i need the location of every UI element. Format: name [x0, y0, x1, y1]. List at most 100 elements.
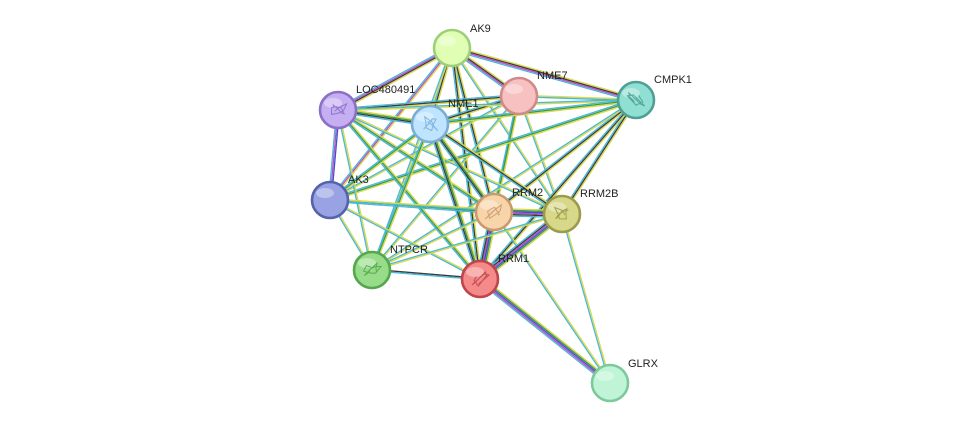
node-highlight [438, 36, 456, 46]
edge-LOC480491-RRM1[interactable] [336, 108, 482, 281]
edge-line [371, 211, 495, 272]
node-circle [499, 76, 539, 116]
edge-line [329, 47, 453, 201]
edge-line [429, 99, 637, 125]
edge-NME1-RRM2B[interactable] [428, 122, 564, 216]
edge-line [338, 108, 482, 279]
node-label: CMPK1 [654, 74, 692, 86]
protein-structure-icon [423, 115, 439, 132]
edge-LOC480491-RRM2B[interactable] [337, 108, 563, 216]
edge-line [492, 211, 611, 385]
edge-AK9-LOC480491[interactable] [336, 45, 454, 113]
node-highlight [596, 371, 614, 381]
node-rrm2b[interactable]: RRM2B [542, 188, 619, 234]
edge-line [337, 109, 563, 216]
edge-line [337, 108, 563, 215]
node-ak3[interactable]: AK3 [310, 174, 369, 220]
edge-AK9-RRM2[interactable] [449, 47, 497, 213]
edge-RRM1-GLRX[interactable] [477, 276, 613, 386]
node-circle [352, 250, 392, 290]
edge-line [429, 97, 637, 124]
node-loc480491[interactable]: LOC480491 [318, 84, 415, 130]
edge-line [562, 100, 638, 216]
protein-structure-icon [471, 271, 491, 288]
node-circle [318, 90, 358, 130]
edge-line [370, 122, 430, 271]
edge-line [562, 213, 612, 384]
node-rrm1[interactable]: RRM1 [460, 253, 529, 299]
edge-line [329, 95, 520, 202]
node-label: RRM1 [498, 253, 529, 265]
protein-structure-icon [553, 206, 569, 220]
node-label: LOC480491 [356, 84, 415, 96]
edge-CMPK1-AK3[interactable] [328, 98, 638, 202]
edge-line [372, 123, 432, 272]
edge-NME1-RRM1[interactable] [427, 122, 483, 281]
edge-line [336, 109, 372, 271]
edge-CMPK1-NTPCR[interactable] [370, 98, 638, 272]
protein-structure-icon [362, 261, 383, 277]
edge-RRM2B-NTPCR[interactable] [371, 212, 563, 272]
edge-RRM2B-GLRX[interactable] [560, 213, 612, 384]
edge-line [428, 124, 562, 216]
edge-CMPK1-RRM1[interactable] [478, 98, 638, 281]
node-label: GLRX [628, 358, 659, 370]
edge-line [371, 95, 521, 272]
edge-CMPK1-NME1[interactable] [429, 97, 637, 127]
edge-line [371, 123, 431, 271]
edge-line [330, 124, 432, 202]
edge-AK9-RRM2B[interactable] [450, 46, 564, 216]
edge-NME1-AK3[interactable] [328, 122, 432, 202]
edge-CMPK1-LOC480491[interactable] [337, 98, 637, 112]
edge-line [328, 122, 430, 200]
edge-LOC480491-NTPCR[interactable] [336, 109, 374, 271]
edge-AK3-RRM1[interactable] [329, 198, 481, 281]
edge-line [479, 278, 611, 384]
edge-line [479, 99, 637, 280]
node-label: NME7 [537, 70, 568, 82]
edge-line [338, 109, 374, 271]
edge-line [337, 98, 637, 110]
edge-line [452, 47, 497, 213]
node-label: NME1 [448, 98, 479, 110]
edge-line [481, 276, 613, 382]
node-nme1[interactable]: NME1 [410, 98, 479, 144]
edge-RRM2-NTPCR[interactable] [371, 210, 495, 272]
edge-line [451, 48, 637, 102]
node-label: AK9 [470, 23, 491, 35]
edge-line [560, 213, 610, 384]
node-ak9[interactable]: AK9 [432, 23, 491, 68]
edge-NME7-NTPCR[interactable] [370, 94, 521, 272]
node-glrx[interactable]: GLRX [590, 358, 659, 403]
edge-line [329, 200, 495, 215]
node-nme7[interactable]: NME7 [499, 70, 568, 116]
node-circle [474, 192, 514, 232]
edge-line [337, 93, 520, 110]
edge-line [451, 46, 564, 215]
node-ntpcr[interactable]: NTPCR [352, 244, 428, 290]
edge-line [329, 199, 481, 281]
edge-line [431, 122, 483, 280]
edge-line [451, 47, 495, 213]
edge-RRM2-GLRX[interactable] [492, 210, 612, 385]
edge-line [337, 47, 453, 112]
node-cmpk1[interactable]: CMPK1 [616, 74, 692, 120]
protein-structure-icon [484, 203, 503, 220]
edge-line [450, 47, 563, 216]
node-label: RRM2 [512, 187, 543, 199]
edge-line [371, 212, 563, 270]
node-circle [542, 194, 582, 234]
edge-AK9-CMPK1[interactable] [450, 45, 638, 103]
edge-NME1-NTPCR[interactable] [370, 122, 432, 272]
edge-line [561, 99, 637, 215]
edge-line [328, 98, 637, 200]
node-rrm2[interactable]: RRM2 [474, 187, 543, 232]
edge-NME7-AK3[interactable] [329, 94, 520, 202]
edge-line [480, 100, 638, 281]
edge-line [478, 279, 610, 385]
edge-line [337, 109, 481, 280]
edge-line [336, 110, 480, 281]
edge-line [371, 214, 563, 272]
